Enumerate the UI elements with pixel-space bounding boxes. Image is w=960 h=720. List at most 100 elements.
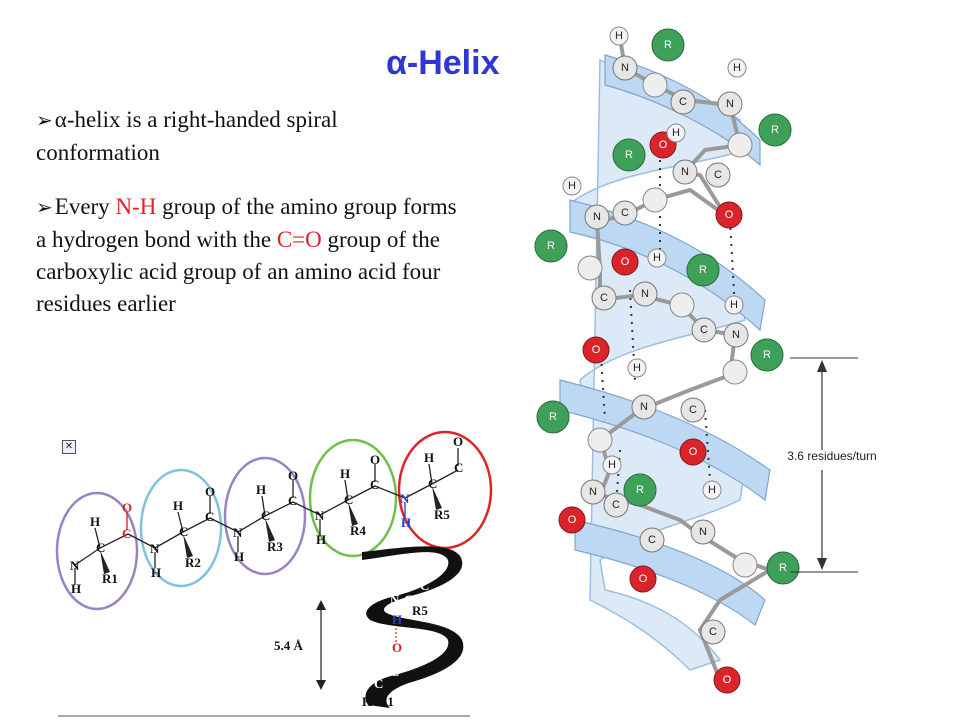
dimension-arrow-down-icon (817, 558, 827, 570)
chain-h-label: H (256, 482, 266, 497)
h-atom (602, 455, 622, 475)
peptide-chain-diagram: N H H C R1 N H H C R2 O C N H H C R3 O C… (55, 430, 493, 611)
residue-ring-1 (55, 491, 139, 611)
chain-atom-labels: N H H C R1 N H H C R2 O C N H H C R3 O C… (70, 434, 463, 596)
hydrogen-bond-dots (599, 160, 736, 521)
helix-coil-diagram: O C N C R5 H O C N C H R1 5.4 Å (274, 546, 464, 709)
chain-o-label: O (370, 452, 380, 467)
bullet-right-handed: ➢α-helix is a right-handed spiral confor… (36, 104, 466, 169)
c-atom-label: C (700, 324, 708, 336)
dimension-arrow-up-icon (817, 360, 827, 372)
r-atom (623, 473, 657, 507)
n-atom-label: N (621, 62, 629, 74)
chain-o-label: O (453, 434, 463, 449)
c-atom-label: C (621, 207, 629, 219)
hbond-line (599, 339, 606, 421)
chain-n-label: N (315, 508, 325, 523)
chain-h-label: H (71, 581, 81, 596)
chain-n-label: N (70, 558, 80, 573)
residues-per-turn-label: 3.6 residues/turn (787, 449, 876, 463)
chain-o-label: O (205, 484, 215, 499)
residue-ring-2 (139, 468, 223, 588)
coil-c-label: C (404, 592, 413, 607)
r-atom-label: R (549, 411, 557, 423)
chain-h-label: H (173, 498, 183, 513)
chain-r-label: R1 (102, 571, 118, 586)
chain-bonds (74, 448, 459, 585)
bond (177, 511, 184, 533)
c-atom-label: C (612, 499, 620, 511)
o-atom (713, 666, 741, 694)
helix-atoms (534, 26, 800, 694)
r-atom (750, 338, 784, 372)
helix-model: R R R R R R R R R N N N N N N N N N C C … (534, 26, 877, 694)
coil-atom-labels: O C N C R5 H O C N C H R1 (360, 554, 430, 709)
o-atom-label: O (723, 674, 732, 686)
coil-o-label: O (420, 554, 430, 569)
alpha-carbon-atom (669, 292, 695, 318)
n-atom (717, 91, 743, 117)
pitch-arrow-up-icon (316, 600, 326, 610)
h-atom-label: H (653, 252, 661, 264)
o-atom (715, 201, 743, 229)
chain-h-label: H (90, 514, 100, 529)
wedge-bond (348, 502, 358, 526)
alpha-carbon-atom (577, 255, 603, 281)
bullet-text-part1: Every (54, 194, 116, 219)
slide-title: α-Helix (386, 44, 500, 82)
coil-c-label: C (374, 676, 383, 691)
chain-c-label: C (370, 477, 379, 492)
o-atom-labels: O O O O O O O O (568, 139, 734, 686)
h-atom-label: H (733, 62, 741, 74)
n-atom (612, 55, 638, 81)
chain-h-label: H (340, 466, 350, 481)
c-atom-label: C (689, 404, 697, 416)
coil-n-label: N (360, 676, 370, 691)
r-atom-label: R (779, 562, 787, 574)
r-wedge-bonds (100, 486, 442, 574)
chain-c-label: C (344, 492, 353, 507)
c-atom-label: C (679, 96, 687, 108)
o-atom-label: O (592, 344, 601, 356)
coil-c-label: C (390, 664, 399, 679)
r-atom-label: R (636, 484, 644, 496)
h-atom (627, 358, 647, 378)
backbone-chain (594, 37, 775, 681)
coil-c-label: C (420, 578, 429, 593)
c-atom (639, 527, 665, 553)
n-atom-label: N (726, 98, 734, 110)
n-atom-label: N (641, 288, 649, 300)
c-atom (700, 619, 726, 645)
r-atom-label: R (699, 264, 707, 276)
c-atom (591, 285, 617, 311)
r-atom-label: R (664, 39, 672, 51)
coil-r5-label: R5 (412, 603, 428, 618)
n-atom (672, 159, 698, 185)
n-atom (723, 322, 749, 348)
n-atom (632, 281, 658, 307)
coil-n-label: N (390, 592, 400, 607)
wedge-bond (183, 534, 193, 558)
alpha-carbon-atom (642, 187, 668, 213)
n-atom (584, 204, 610, 230)
chain-o-label-red: O (122, 500, 132, 515)
r-atom (758, 113, 792, 147)
h-atom (562, 176, 582, 196)
h-atom (647, 248, 667, 268)
o-atom (558, 506, 586, 534)
bond (94, 527, 101, 549)
wedge-bond (432, 486, 442, 510)
chain-n-label: N (233, 525, 243, 540)
chain-c-label: C (428, 476, 437, 491)
r-atom (686, 253, 720, 287)
chain-o-label: O (288, 468, 298, 483)
n-atom (631, 394, 657, 420)
coil-h-label-blue: H (392, 612, 402, 627)
wedge-bond (265, 518, 275, 542)
o-atom-label: O (621, 256, 630, 268)
chain-h-label: H (234, 549, 244, 564)
broken-image-icon: ✕ (62, 440, 76, 454)
r-atom-label: R (771, 124, 779, 136)
r-atom (612, 138, 646, 172)
